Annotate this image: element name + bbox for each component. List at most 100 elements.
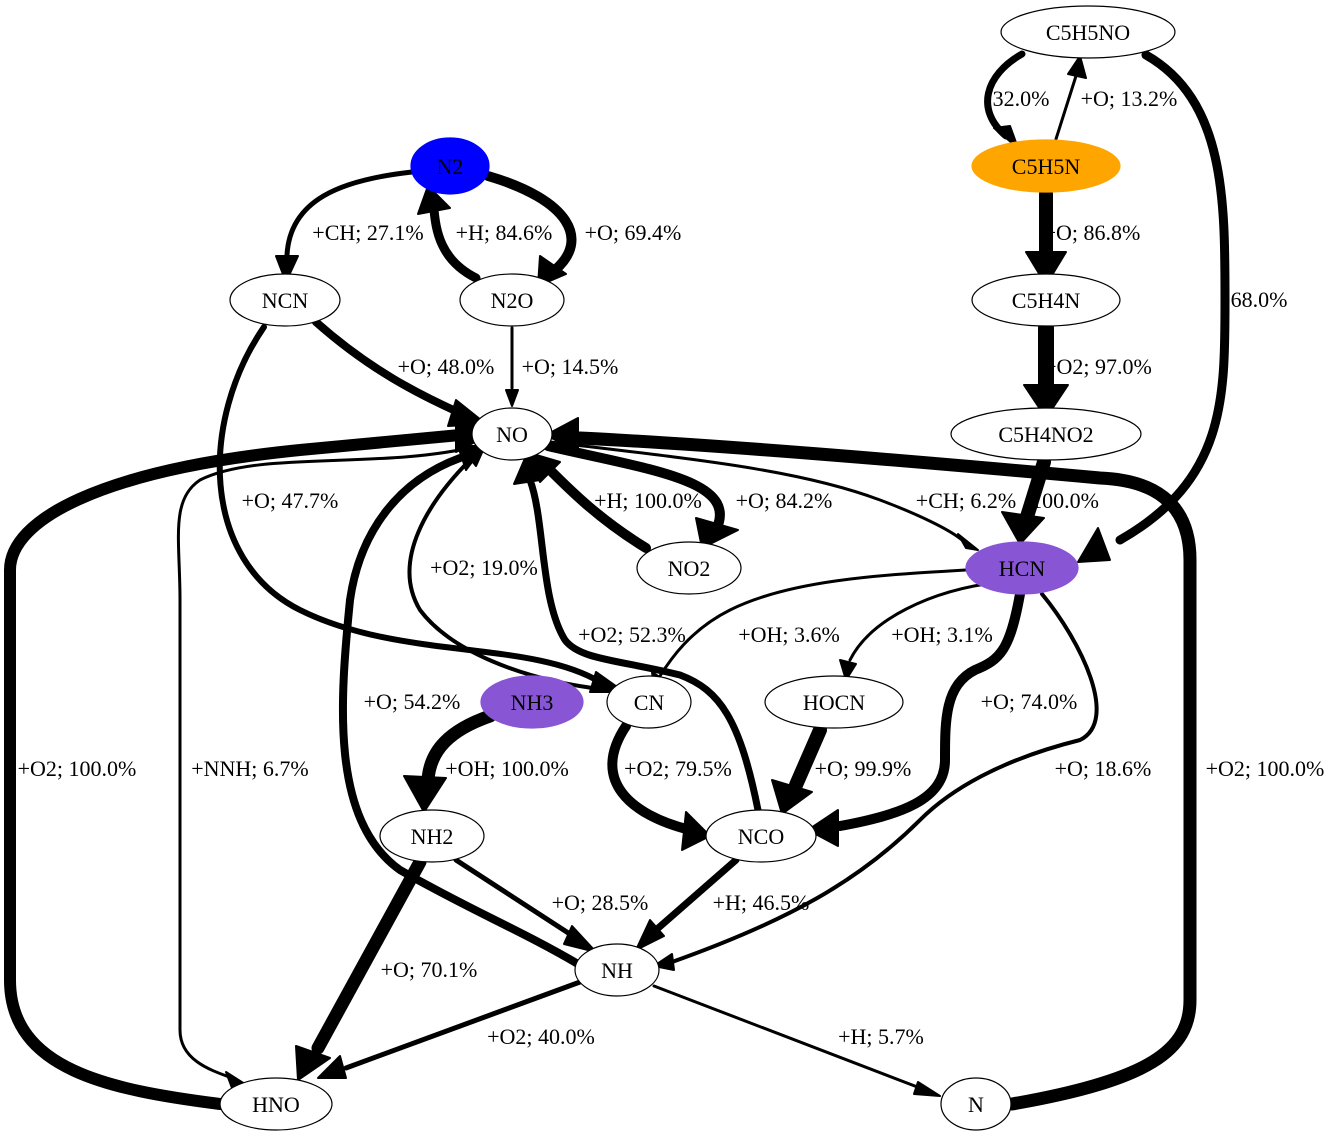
node-c5h4no2[interactable]: C5H4NO2 — [950, 407, 1142, 461]
edge-label-nh2-hno: +O; 70.1% — [381, 957, 478, 982]
edge-line-no-no2 — [543, 441, 725, 535]
edge-line-hcn-cn — [658, 568, 968, 678]
edge-label-no-hcn: +CH; 6.2% — [916, 488, 1016, 513]
arrowhead-nh3-nh2 — [403, 775, 447, 813]
edge-line-ncn-no — [312, 318, 464, 417]
edge-line-nh3-nh2 — [421, 709, 497, 787]
node-nh[interactable]: NH — [574, 943, 660, 997]
edge-line-hcn-hocn — [848, 580, 1002, 662]
node-nh3[interactable]: NH3 — [480, 675, 584, 729]
edge-label-cn-nco: +O2; 79.5% — [624, 756, 732, 781]
node-shape-n2o[interactable] — [459, 273, 565, 327]
node-label-hno: HNO — [252, 1092, 300, 1117]
edge-label-hno-no: +O2; 100.0% — [18, 756, 137, 781]
arrowhead-c5h4no2-hcn — [1001, 511, 1045, 545]
node-nh2[interactable]: NH2 — [379, 809, 485, 863]
node-hcn[interactable]: HCN — [965, 541, 1079, 595]
node-shape-hno[interactable] — [219, 1077, 333, 1131]
node-shape-n2[interactable] — [410, 137, 490, 195]
arrowhead-nh-n — [913, 1081, 941, 1097]
node-c5h5n[interactable]: C5H5N — [971, 139, 1121, 193]
edge-line-no-hcn — [548, 440, 964, 542]
edge-line-nh2-hno — [311, 855, 427, 1055]
node-label-c5h4n: C5H4N — [1012, 288, 1081, 313]
node-shape-n[interactable] — [940, 1077, 1012, 1131]
node-shape-nh3[interactable] — [480, 675, 584, 729]
edge-hcn-hocn — [839, 580, 1002, 681]
edge-no-no2 — [543, 441, 739, 549]
node-c5h5no[interactable]: C5H5NO — [1000, 5, 1176, 59]
edge-label-cn-no: +O2; 19.0% — [430, 555, 538, 580]
node-shape-hocn[interactable] — [764, 675, 904, 729]
edge-line-nh-no — [338, 454, 582, 968]
edge-nh3-nh2 — [403, 709, 497, 813]
node-shape-c5h4no2[interactable] — [950, 407, 1142, 461]
edge-line-hocn-nco — [789, 723, 827, 792]
edge-label-n-no: +O2; 100.0% — [1206, 756, 1325, 781]
arrowhead-hcn-nco — [807, 809, 839, 847]
node-shape-nh[interactable] — [574, 943, 660, 997]
arrowhead-n-no — [545, 417, 579, 453]
edge-label-ncn-no: +O; 48.0% — [398, 354, 495, 379]
edge-c5h5no-hcn — [1077, 50, 1230, 563]
node-label-no2: NO2 — [668, 556, 711, 581]
edge-cn-nco — [607, 721, 711, 851]
arrowhead-nco-nh — [635, 919, 665, 951]
edge-nh-hno — [317, 979, 583, 1079]
edge-line-c5h5n-c5h5no — [1054, 74, 1078, 141]
node-c5h4n[interactable]: C5H4N — [971, 273, 1121, 327]
edge-c5h4n-c5h4no2 — [1023, 320, 1069, 419]
arrowhead-n2o-no — [505, 389, 519, 407]
edge-line-n-no — [573, 431, 1197, 1111]
node-shape-no[interactable] — [471, 407, 553, 461]
edge-label-nh-n: +H; 5.7% — [838, 1024, 924, 1049]
edge-nh2-nh — [453, 857, 597, 953]
edge-line-ncn-cn — [216, 324, 603, 685]
node-label-hocn: HOCN — [803, 690, 865, 715]
edge-label-c5h5no-c5h5n: 32.0% — [993, 86, 1050, 111]
edge-hcn-nco — [807, 589, 1025, 847]
node-shape-c5h5no[interactable] — [1000, 5, 1176, 59]
node-hno[interactable]: HNO — [219, 1077, 333, 1131]
node-label-nh2: NH2 — [411, 824, 454, 849]
node-label-cn: CN — [634, 690, 665, 715]
edge-label-n2-ncn: +CH; 27.1% — [312, 220, 423, 245]
node-n[interactable]: N — [940, 1077, 1012, 1131]
edge-n-no — [545, 417, 1197, 1111]
node-n2[interactable]: N2 — [410, 137, 490, 195]
edge-c5h5n-c5h5no — [1054, 55, 1087, 141]
node-no[interactable]: NO — [471, 407, 553, 461]
edge-label-c5h5n-c5h5no: +O; 13.2% — [1081, 86, 1178, 111]
arrowhead-n2-ncn — [275, 255, 299, 283]
edge-line-hno-no — [4, 429, 466, 1110]
node-no2[interactable]: NO2 — [636, 541, 742, 595]
node-shape-cn[interactable] — [606, 675, 692, 729]
edge-label-no-no2: +O; 84.2% — [736, 488, 833, 513]
node-shape-ncn[interactable] — [229, 273, 341, 327]
arrowhead-nh2-hno — [295, 1045, 331, 1081]
edge-label-nco-nh: +H; 46.5% — [713, 890, 810, 915]
edge-line-n2-n2o — [483, 171, 577, 275]
node-shape-nco[interactable] — [705, 809, 817, 863]
node-nco[interactable]: NCO — [705, 809, 817, 863]
node-ncn[interactable]: NCN — [229, 273, 341, 327]
node-shape-hcn[interactable] — [965, 541, 1079, 595]
node-cn[interactable]: CN — [606, 675, 692, 729]
arrowhead-n2-n2o — [537, 255, 567, 287]
edge-n2o-no — [505, 326, 519, 407]
arrowhead-nh2-nh — [563, 925, 597, 953]
edge-labels-layer: 32.0%+O; 13.2%68.0%+O; 86.8%+O2; 97.0%10… — [18, 86, 1325, 1049]
edge-line-nh-n — [652, 984, 922, 1090]
edge-label-no-hno: +NNH; 6.7% — [191, 756, 309, 781]
node-shape-nh2[interactable] — [379, 809, 485, 863]
edge-label-hocn-nco: +O; 99.9% — [815, 756, 912, 781]
node-shape-no2[interactable] — [636, 541, 742, 595]
node-hocn[interactable]: HOCN — [764, 675, 904, 729]
node-label-n2o: N2O — [491, 288, 534, 313]
edge-label-hcn-nco: +O; 74.0% — [981, 689, 1078, 714]
arrowhead-n2o-n2 — [417, 185, 451, 215]
node-n2o[interactable]: N2O — [459, 273, 565, 327]
node-shape-c5h5n[interactable] — [971, 139, 1121, 193]
edge-nh-no — [338, 445, 582, 968]
node-shape-c5h4n[interactable] — [971, 273, 1121, 327]
